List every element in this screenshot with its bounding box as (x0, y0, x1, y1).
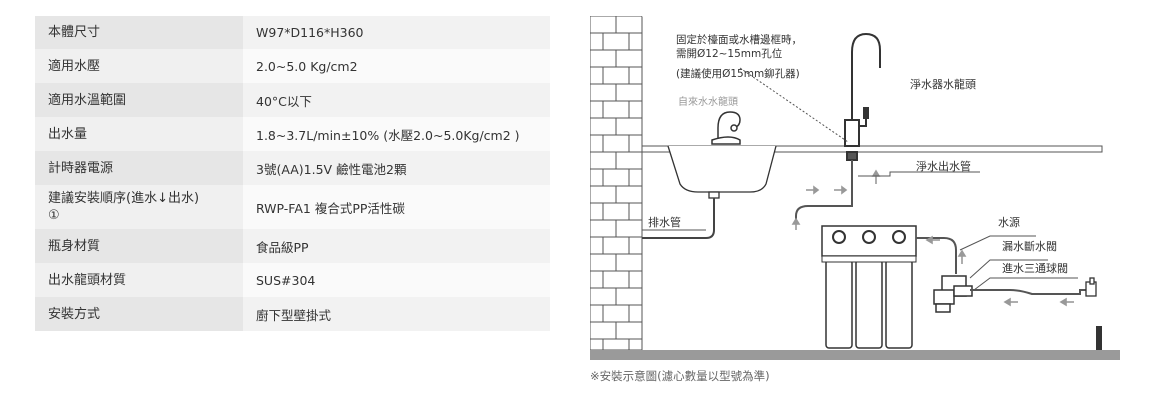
spec-value: 1.8~3.7L/min±10% (水壓2.0~5.0Kg/cm2 ) (243, 117, 550, 151)
spec-label: 本體尺寸 (35, 16, 243, 49)
tap-faucet-drawing (711, 111, 741, 145)
spec-value: 3號(AA)1.5V 鹼性電池2顆 (243, 151, 550, 185)
spec-value: SUS#304 (243, 263, 550, 297)
drain-label: 排水管 (648, 216, 681, 229)
spec-value: 廚下型壁掛式 (243, 297, 550, 331)
spec-value: 2.0~5.0 Kg/cm2 (243, 49, 550, 83)
installation-diagram: 固定於檯面或水槽邊框時， 需開Ø12~15mm孔位 (建議使用Ø15mm鉚孔器)… (589, 15, 1120, 360)
spec-label: 安裝方式 (35, 297, 243, 331)
outlet-pipe (795, 160, 853, 224)
leak-valve-label: 漏水斷水閥 (1002, 240, 1057, 253)
filter-unit (821, 225, 917, 349)
purifier-faucet-drawing (844, 32, 881, 161)
drain-pipe (642, 198, 715, 239)
floor (590, 350, 1120, 360)
spec-value: W97*D116*H360 (243, 16, 550, 49)
tap-label: 自來水水龍頭 (678, 97, 738, 108)
diagram-caption: ※安裝示意圖(濾心數量以型號為準) (590, 369, 770, 383)
flow-arrows (791, 169, 1074, 307)
label-leaders (642, 171, 1078, 291)
countertop (641, 15, 1120, 153)
valve-assembly (933, 275, 973, 313)
outlet-pipe-label: 淨水出水管 (916, 160, 971, 173)
spec-row: 安裝方式廚下型壁掛式 (35, 297, 550, 331)
spec-label: 計時器電源 (35, 151, 243, 185)
note-line2: 需開Ø12~15mm孔位 (676, 48, 783, 60)
inlet-pipe (916, 237, 957, 274)
spec-value: RWP-FA1 複合式PP活性碳 (243, 185, 550, 229)
spec-row: 瓶身材質食品級PP (35, 229, 550, 263)
source-label: 水源 (998, 216, 1020, 229)
spec-value: 40°C以下 (243, 83, 550, 117)
note-pointer (739, 67, 849, 143)
spec-label: 適用水壓 (35, 49, 243, 83)
spec-label: 出水龍頭材質 (35, 263, 243, 297)
spec-value: 食品級PP (243, 229, 550, 263)
brick-wall (589, 15, 643, 351)
source-pipe (970, 289, 1090, 295)
spec-label: 瓶身材質 (35, 229, 243, 263)
spec-label: 建議安裝順序(進水↓出水) ① (35, 185, 243, 229)
spec-label: 出水量 (35, 117, 243, 151)
cabinet-panel (1096, 326, 1102, 350)
spec-label: 適用水溫範圍 (35, 83, 243, 117)
installation-diagram-drawing (589, 15, 1120, 360)
note-line1: 固定於檯面或水槽邊框時， (676, 34, 802, 46)
note-line3: (建議使用Ø15mm鉚孔器) (676, 68, 800, 80)
angle-valve (1085, 277, 1097, 297)
inlet-valve-label: 進水三通球閥 (1002, 262, 1068, 275)
sink-basin (667, 145, 777, 199)
faucet-label: 淨水器水龍頭 (910, 78, 976, 91)
